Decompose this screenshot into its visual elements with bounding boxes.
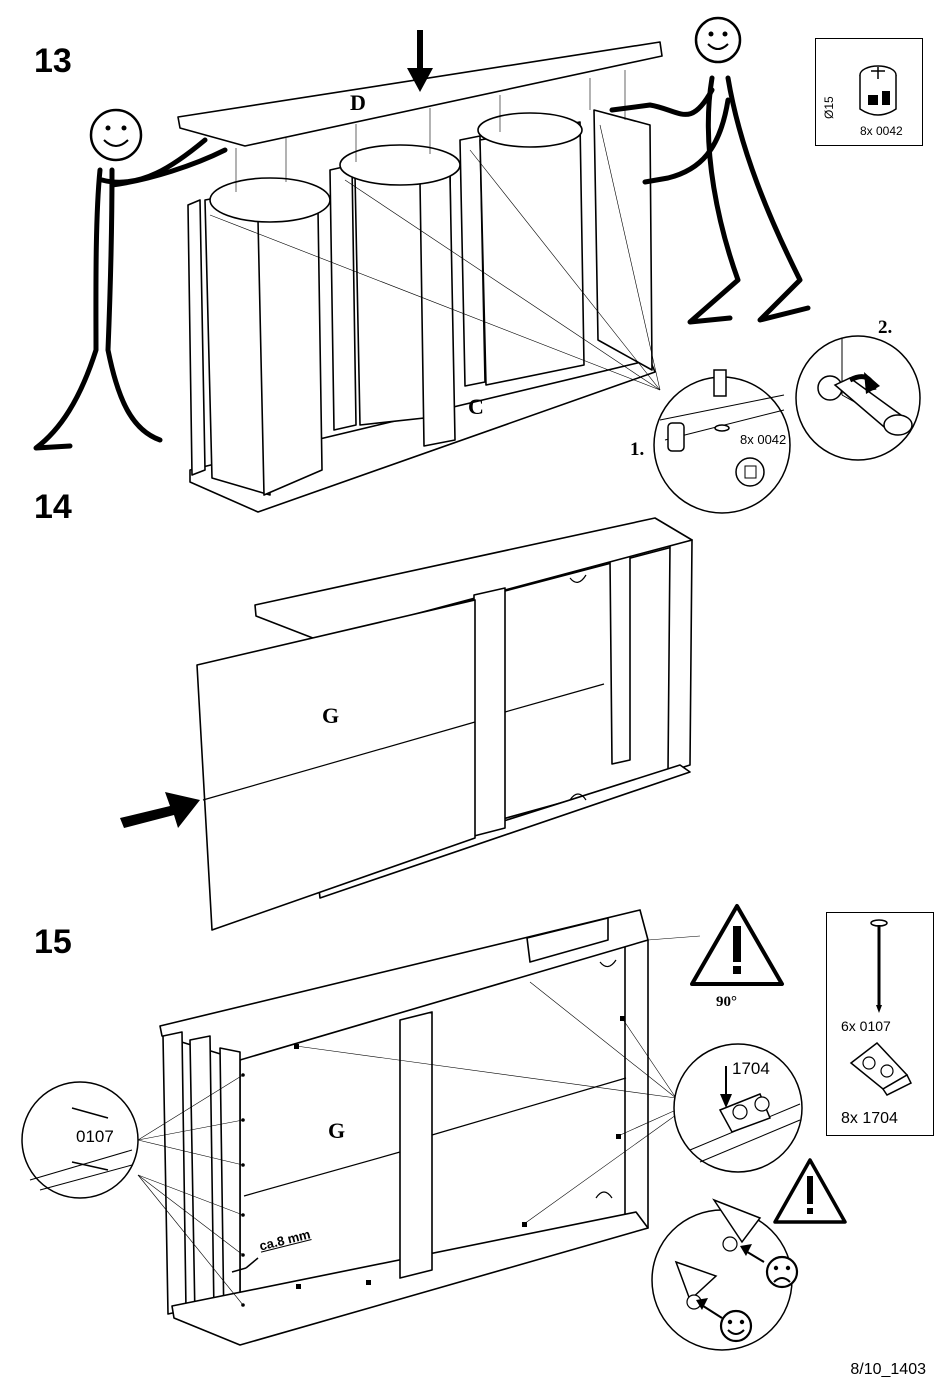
nail-detail — [21, 1081, 139, 1199]
cam-lock-icon — [859, 65, 897, 116]
substep-1-label: 1. — [630, 439, 645, 460]
hardware-box-nail-bracket: 6x 0107 8x 1704 — [826, 912, 934, 1136]
arrow-down-icon — [407, 30, 433, 92]
screwdriver-icon — [833, 377, 913, 436]
cam-lock-detail — [653, 369, 791, 514]
panel-label-c: C — [468, 394, 484, 419]
panel-label-g-step14: G — [322, 703, 340, 728]
warning-icon — [773, 1158, 847, 1224]
step-13-number: 13 — [34, 42, 72, 80]
happy-face-icon — [719, 1309, 753, 1343]
assembler-figure-right — [609, 16, 811, 325]
step-14-number: 14 — [34, 488, 72, 526]
detail-quantity: 8x 0042 — [740, 432, 787, 447]
bracket-quantity: 8x 1704 — [841, 1110, 898, 1127]
panel-label-d: D — [350, 90, 366, 115]
nail-quantity: 6x 0107 — [841, 1018, 891, 1034]
substep-2-label: 2. — [878, 317, 893, 338]
bracket-detail-code: 1704 — [732, 1059, 770, 1078]
assembler-figure-left — [33, 108, 228, 451]
bracket-orientation-detail — [651, 1198, 799, 1351]
panel-label-g-step15: G — [328, 1118, 346, 1143]
bracket-detail — [673, 1043, 803, 1173]
warning-icon — [690, 904, 784, 986]
hardware-box-cam-lock: Ø15 8x 0042 — [815, 38, 923, 146]
step-15-number: 15 — [34, 923, 72, 961]
corner-bracket-icon — [849, 1041, 913, 1096]
cam-lock-quantity: 8x 0042 — [860, 124, 903, 138]
page-code: 8/10_1403 — [850, 1361, 926, 1378]
nail-detail-code: 0107 — [76, 1127, 114, 1146]
sad-face-icon — [765, 1255, 799, 1289]
arrow-right-icon — [120, 792, 200, 828]
nail-icon — [870, 919, 888, 1013]
screwdriver-detail — [795, 335, 921, 461]
angle-label: 90° — [716, 994, 737, 1010]
